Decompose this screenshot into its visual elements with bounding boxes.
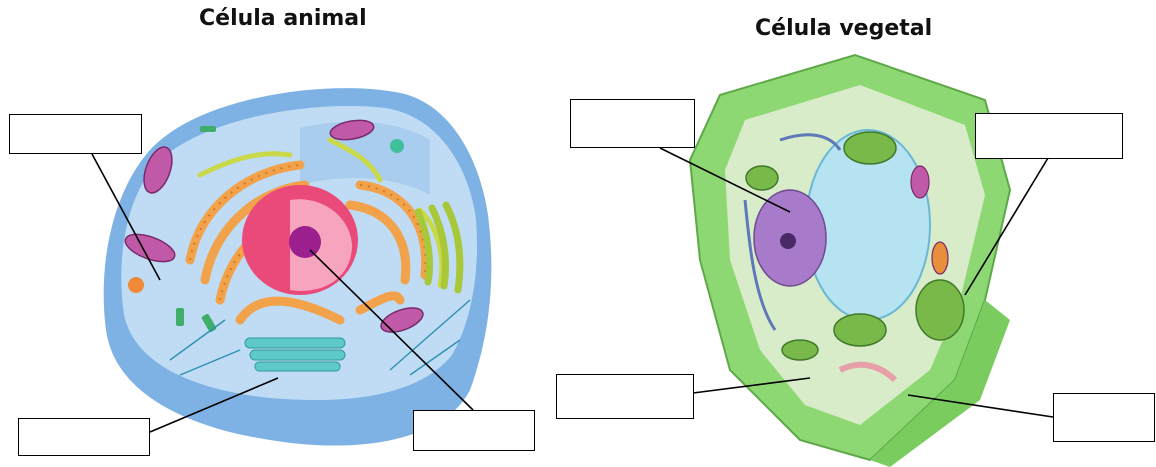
plant-cell-illustration [690, 55, 1010, 467]
animal-golgi [250, 350, 345, 360]
animal-label-box-nucleus[interactable] [413, 410, 535, 451]
plant-label-box-top[interactable] [570, 99, 695, 148]
animal-nucleolus [289, 226, 321, 258]
animal-cell-illustration [104, 88, 492, 445]
animal-lysosome [128, 277, 144, 293]
animal-label-box-bottom[interactable] [18, 418, 150, 456]
plant-label-box-bottom-right[interactable] [1053, 393, 1155, 442]
animal-centriole [176, 308, 184, 326]
plant-chloroplast [844, 132, 896, 164]
animal-centriole [200, 126, 216, 132]
plant-chloroplast [782, 340, 818, 360]
plant-mitochondrion [932, 242, 948, 274]
plant-label-box-right[interactable] [975, 113, 1123, 159]
plant-mitochondrion [911, 166, 929, 198]
animal-golgi [245, 338, 345, 348]
plant-chloroplast [834, 314, 886, 346]
plant-chloroplast [746, 166, 778, 190]
plant-nucleolus [780, 233, 796, 249]
plant-label-box-bottom-left[interactable] [556, 374, 694, 419]
plant-chloroplast [916, 280, 964, 340]
animal-label-box-top[interactable] [9, 114, 142, 154]
animal-vesicle [390, 139, 404, 153]
animal-golgi [255, 362, 340, 371]
